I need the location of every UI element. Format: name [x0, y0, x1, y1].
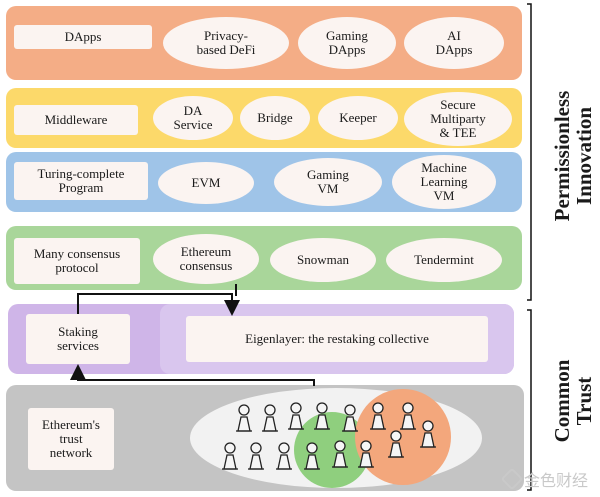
trust-network-label: Ethereum's trust network [28, 408, 114, 470]
watermark-logo-icon [500, 467, 524, 491]
orange-validator-set [355, 389, 451, 485]
consensus-label: Many consensus protocol [14, 238, 140, 284]
staking-to-eigenlayer-arrow [77, 293, 240, 316]
privacy-defi-oval: Privacy- based DeFi [163, 17, 289, 69]
permissionless-innovation-title: Permissionless Innovation [550, 90, 597, 222]
bridge-oval: Bridge [240, 96, 310, 140]
permissionless-bracket [527, 3, 532, 301]
watermark: 金色财经 [500, 467, 588, 491]
common-trust-bracket [527, 309, 532, 491]
secure-multiparty-oval: Secure Multiparty & TEE [404, 92, 512, 146]
gaming-vm-oval: Gaming VM [274, 158, 382, 206]
execution-label: Turing-complete Program [14, 162, 148, 200]
eigenlayer-box: Eigenlayer: the restaking collective [186, 316, 488, 362]
keeper-oval: Keeper [318, 96, 398, 140]
tendermint-oval: Tendermint [386, 238, 502, 282]
dapps-label: DApps [14, 25, 152, 49]
staking-services-box: Staking services [26, 314, 130, 364]
ai-dapps-oval: AI DApps [404, 17, 504, 69]
trust-to-staking-arrow [70, 364, 315, 386]
ml-vm-oval: Machine Learning VM [392, 155, 496, 209]
gaming-dapps-oval: Gaming DApps [298, 17, 396, 69]
watermark-text: 金色财经 [523, 471, 588, 490]
evm-oval: EVM [158, 162, 254, 204]
da-service-oval: DA Service [153, 96, 233, 140]
middleware-label: Middleware [14, 105, 138, 135]
snowman-oval: Snowman [270, 238, 376, 282]
common-trust-title: Common Trust [550, 359, 597, 443]
ethereum-consensus-oval: Ethereum consensus [153, 234, 259, 284]
